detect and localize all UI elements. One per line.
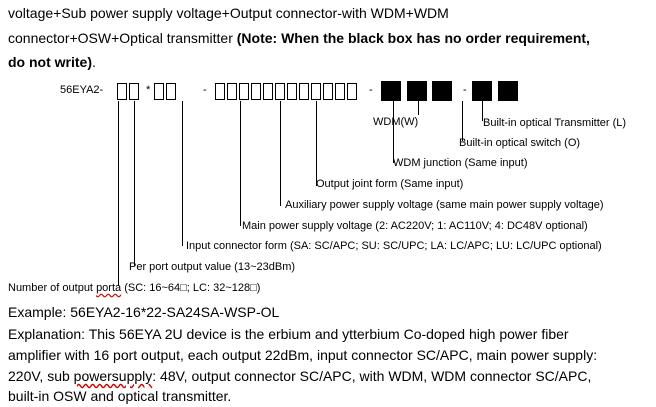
explanation-line-3c: : 48V, output connector SC/APC, with WDM… [152,368,592,384]
label-ports-misspelled: porta [96,282,122,294]
intro-period: . [92,54,96,70]
code-box [263,83,273,100]
intro-line-2: connector+OSW+Optical transmitter (Note:… [8,30,590,46]
leader-line-main-power [240,101,241,226]
leader-line-tx [482,101,483,121]
intro-line-3: do not write). [8,54,96,70]
explanation-line-1: Explanation: This 56EYA 2U device is the… [8,326,569,342]
code-box [239,83,249,100]
code-box [287,83,297,100]
leader-line-output-joint [316,101,317,186]
intro-note-end: do not write) [8,54,92,70]
intro-note: (Note: When the black box has no order r… [236,30,590,46]
code-box [347,83,357,100]
code-box [215,83,225,100]
label-output-joint: Output joint form (Same input) [316,178,464,190]
label-ports-text: Number of output [8,282,97,294]
example-text: Example: 56EYA2-16*22-SA24SA-WSP-OL [8,304,280,320]
code-box [299,83,309,100]
leader-line-input [182,101,183,246]
code-sep-dash: - [463,84,467,96]
label-number-of-ports: Number of output porta (SC: 16~64□; LC: … [8,282,260,294]
code-prefix: 56EYA2- [60,84,104,96]
intro-line-1: voltage+Sub power supply voltage+Output … [8,5,449,21]
label-ports-range: (SC: 16~64□; LC: 32~128□) [121,282,261,294]
code-box [335,83,345,100]
leader-line-ports [118,101,119,286]
explanation-line-2: amplifier with 16 port output, each outp… [8,347,598,363]
code-black-box [407,81,427,101]
leader-line-wdm [418,101,419,115]
leader-line-aux-power [280,101,281,206]
label-optical-switch: Built-in optical switch (O) [459,137,581,149]
leader-line-per-port [134,101,135,266]
label-transmitter: Built-in optical Transmitter (L) [483,117,627,129]
code-box [227,83,237,100]
code-black-box [432,81,452,101]
code-box [323,83,333,100]
code-black-box [381,81,401,101]
code-sep-dash: - [369,84,373,96]
code-box [129,83,139,100]
label-per-port-output: Per port output value (13~23dBm) [129,261,295,273]
code-black-box [498,81,518,101]
code-box [154,83,164,100]
label-wdm-junction: WDM junction (Same input) [393,157,528,169]
label-aux-power: Auxiliary power supply voltage (same mai… [285,199,604,211]
explanation-line-4: built-in OSW and optical transmitter. [8,388,232,404]
label-main-power: Main power supply voltage (2: AC220V; 1:… [242,220,588,232]
intro-line-2-text: connector+OSW+Optical transmitter [8,30,237,46]
code-box [275,83,285,100]
explanation-misspelled: powersupply [73,368,153,384]
label-per-port-text: Per port output value (13~23dBm [129,261,292,273]
explanation-line-3: 220V, sub powersupply: 48V, output conne… [8,368,591,384]
code-box [311,83,321,100]
label-wdm: WDM(W) [373,116,419,128]
code-sep-dash: - [203,84,207,96]
code-black-box [472,81,492,101]
code-box [117,83,127,100]
code-sep-star: * [146,84,151,96]
label-per-port-close: ) [291,261,296,273]
leader-line-wdm-junction [393,101,394,163]
label-input-connector: Input connector form (SA: SC/APC; SU: SC… [186,240,602,252]
code-box [251,83,261,100]
code-box [166,83,176,100]
explanation-line-3a: 220V, sub [8,368,74,384]
leader-line-osw [462,101,463,141]
